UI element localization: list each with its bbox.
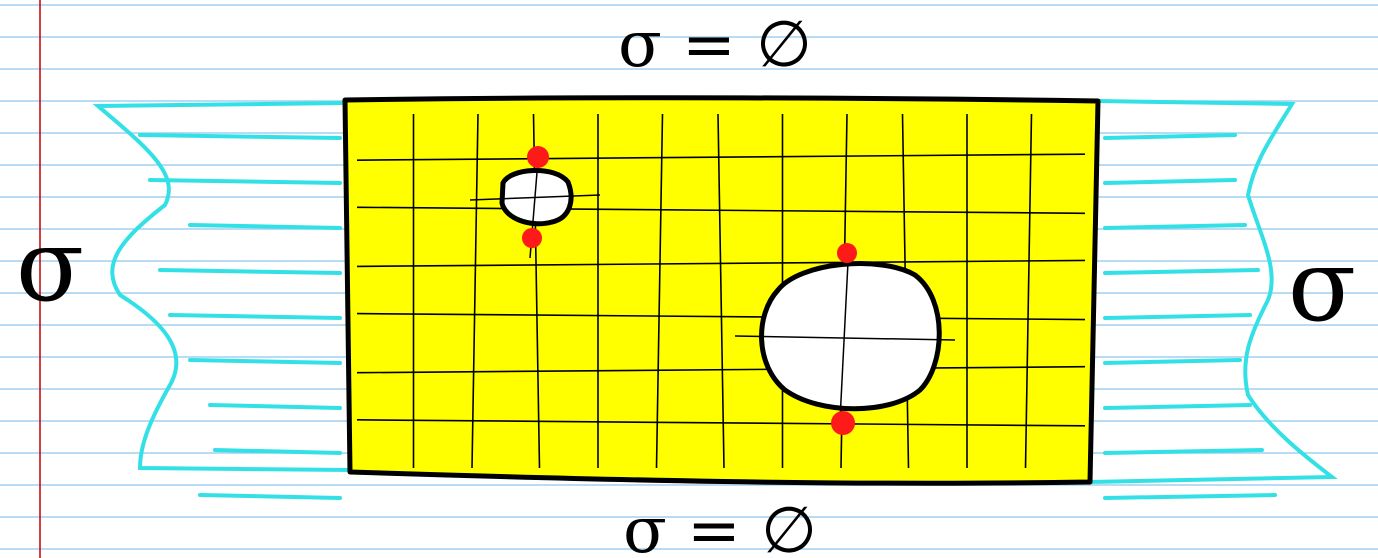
plate xyxy=(342,95,1101,486)
traction-line xyxy=(1103,493,1277,500)
plate-outline xyxy=(342,95,1101,486)
traction-line xyxy=(198,493,342,500)
traction-line xyxy=(138,133,342,140)
stress-concentration-point xyxy=(527,146,549,168)
traction-line xyxy=(168,313,342,320)
bottom-boundary-label: σ = ∅ xyxy=(623,494,817,558)
mesh-horizontal-line xyxy=(356,365,1086,374)
small-hole xyxy=(469,146,601,259)
traction-line xyxy=(1103,403,1252,410)
large-hole-vertical-axis xyxy=(839,261,849,421)
traction-line xyxy=(1103,448,1264,455)
traction-line xyxy=(1103,358,1242,365)
right-traction-field xyxy=(1088,99,1338,500)
traction-line xyxy=(188,358,342,365)
mesh-horizontal-line xyxy=(356,259,1086,268)
mesh-vertical-line xyxy=(655,113,664,469)
right-stress-label: σ xyxy=(1288,227,1356,344)
stress-concentration-point xyxy=(837,243,857,263)
left-traction-field xyxy=(92,101,354,500)
stress-concentration-point xyxy=(831,411,855,435)
stress-concentration-point xyxy=(522,228,542,248)
traction-line xyxy=(213,448,342,455)
traction-line xyxy=(148,178,342,185)
mesh-horizontal-line xyxy=(356,153,1086,161)
mesh-vertical-line xyxy=(471,113,479,469)
traction-line xyxy=(1103,133,1237,140)
plate-mesh-grid xyxy=(356,113,1086,469)
large-hole xyxy=(734,243,956,435)
large-hole-horizontal-axis xyxy=(734,335,956,341)
traction-line xyxy=(1103,313,1252,320)
traction-line xyxy=(188,223,342,230)
mesh-horizontal-line xyxy=(356,312,1086,321)
traction-line xyxy=(1103,223,1247,230)
mesh-horizontal-line xyxy=(356,419,1086,427)
traction-line xyxy=(158,268,342,275)
large-hole-shape xyxy=(759,261,942,412)
right-traction-boundary-curve xyxy=(1088,99,1338,484)
traction-line xyxy=(1103,268,1260,275)
top-boundary-label: σ = ∅ xyxy=(618,8,812,82)
traction-line xyxy=(208,403,342,410)
mesh-vertical-line xyxy=(1024,113,1033,469)
left-traction-boundary-curve xyxy=(92,101,354,472)
mesh-vertical-line xyxy=(717,113,725,469)
mesh-horizontal-line xyxy=(356,206,1086,215)
traction-line xyxy=(1103,178,1237,185)
left-stress-label: σ xyxy=(16,207,84,324)
